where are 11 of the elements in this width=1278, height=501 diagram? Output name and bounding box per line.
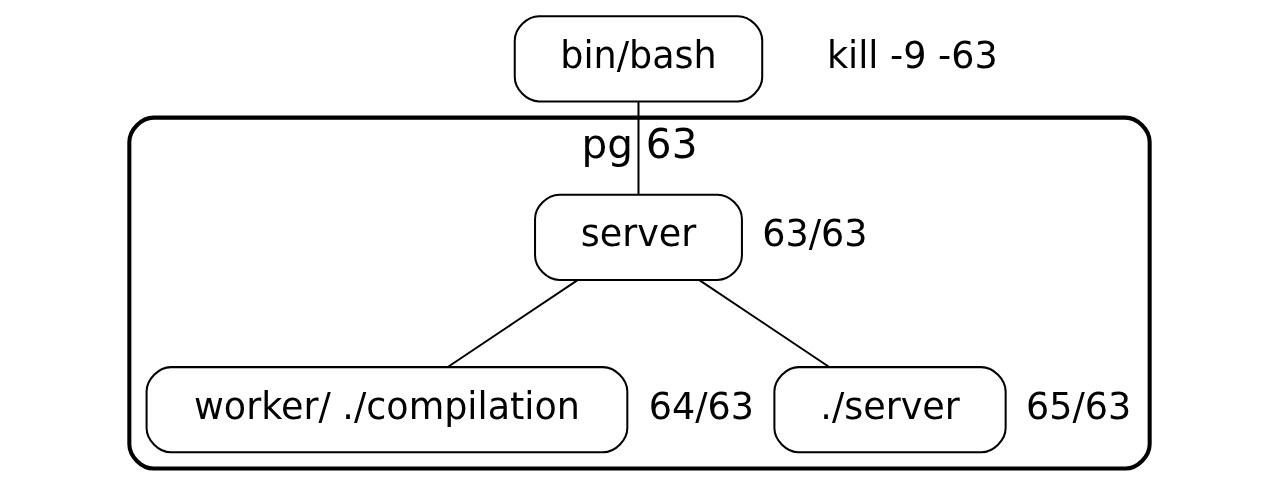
node-box: bin/bash <box>513 15 763 103</box>
label: kill -9 -63 <box>826 33 998 77</box>
node-label: 63/63 <box>761 212 868 256</box>
node-box: worker/ ./compilation <box>145 366 628 454</box>
node-box: server <box>533 193 743 281</box>
connector <box>698 279 829 368</box>
node-label: 64/63 <box>648 384 754 428</box>
connector <box>636 102 639 195</box>
connector <box>447 279 578 368</box>
node-box: ./server <box>772 366 1007 454</box>
node-label: 65/63 <box>1025 384 1131 428</box>
